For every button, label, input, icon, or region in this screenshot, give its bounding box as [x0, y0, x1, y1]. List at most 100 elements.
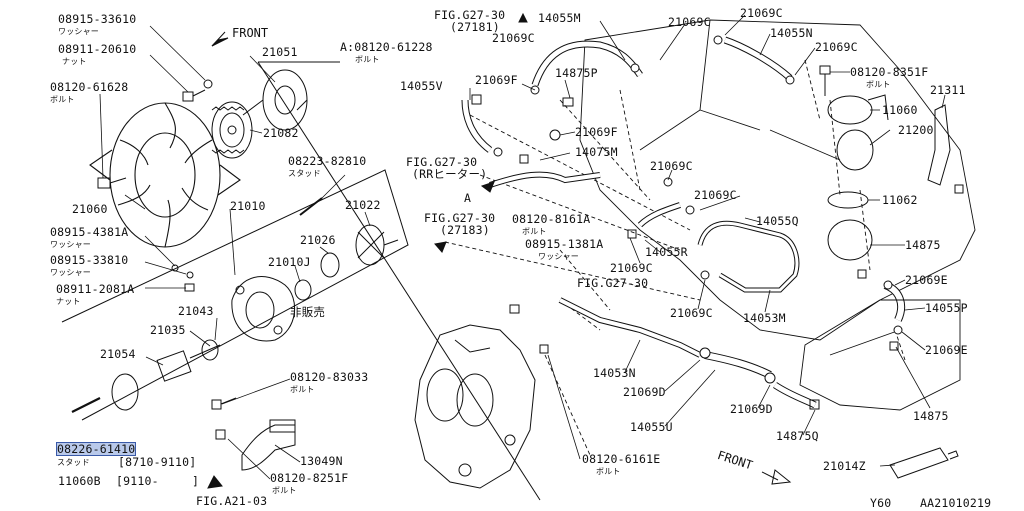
- label-14055v[interactable]: 14055V: [400, 79, 443, 93]
- engine-rear-block: [799, 299, 961, 411]
- top-nut: [182, 79, 213, 102]
- label-08120-8251f[interactable]: 08120-8251F: [270, 471, 349, 485]
- label-08915-4381a-desc: ワッシャー: [50, 240, 91, 249]
- label-14875q[interactable]: 14875Q: [776, 429, 819, 443]
- label-21069f-a[interactable]: 21069F: [475, 73, 518, 87]
- center-bolts: [471, 94, 964, 410]
- label-21069c-e[interactable]: 21069C: [650, 159, 693, 173]
- engine-top-cover: [579, 19, 976, 341]
- label-08915-33610-desc: ワッシャー: [58, 27, 99, 36]
- stud-08226: [71, 397, 101, 413]
- label-21200[interactable]: 21200: [898, 123, 934, 137]
- link-fig-g27-30-plain[interactable]: FIG.G27-30: [577, 276, 649, 290]
- label-08915-33810[interactable]: 08915-33810: [50, 253, 129, 267]
- label-21069c-d[interactable]: 21069C: [815, 40, 858, 54]
- label-27181: (27181): [450, 20, 500, 34]
- label-08120-8251f-desc: ボルト: [272, 486, 297, 495]
- label-21026[interactable]: 21026: [300, 233, 336, 247]
- label-08120-83033-desc: ボルト: [290, 385, 315, 394]
- label-08915-1381a-desc: ワッシャー: [538, 252, 579, 261]
- label-21069c-f[interactable]: 21069C: [694, 188, 737, 202]
- label-21069d-b[interactable]: 21069D: [730, 402, 773, 416]
- label-08120-61628[interactable]: 08120-61628: [50, 80, 129, 94]
- label-14055u[interactable]: 14055U: [630, 420, 673, 434]
- label-21069e-b[interactable]: 21069E: [925, 343, 968, 357]
- pipe-14053m: [697, 220, 800, 293]
- label-08120-8351f[interactable]: 08120-8351F: [850, 65, 929, 79]
- label-11060b[interactable]: 11060B: [58, 474, 101, 488]
- label-21069d-a[interactable]: 21069D: [623, 385, 666, 399]
- label-21022[interactable]: 21022: [345, 198, 381, 212]
- label-14053n[interactable]: 14053N: [593, 366, 636, 380]
- label-08120-8161a[interactable]: 08120-8161A: [512, 212, 591, 226]
- label-21051[interactable]: 21051: [262, 45, 298, 59]
- sealant-tube: [889, 447, 959, 479]
- label-14875-b[interactable]: 14875: [913, 409, 949, 423]
- label-08911-2081a[interactable]: 08911-2081A: [56, 282, 135, 296]
- label-08120-8351f-desc: ボルト: [866, 80, 891, 89]
- label-08915-33810-desc: ワッシャー: [50, 268, 91, 277]
- label-a-marker: A: [464, 191, 472, 205]
- label-rr-heater: (RRヒーター): [412, 167, 488, 181]
- label-14055n[interactable]: 14055N: [770, 26, 813, 40]
- dashed-leaders: [444, 59, 906, 456]
- arrow-27183: [434, 241, 447, 253]
- thermostat-housing: [827, 94, 889, 261]
- label-21035[interactable]: 21035: [150, 323, 186, 337]
- link-fig-g27-30-rr[interactable]: FIG.G27-30: [406, 155, 478, 169]
- label-21069c-h[interactable]: 21069C: [670, 306, 713, 320]
- link-fig-g27-30-27183[interactable]: FIG.G27-30: [424, 211, 496, 225]
- label-08911-2081a-desc: ナット: [56, 297, 81, 306]
- impeller: [355, 224, 399, 266]
- hose-clamps: [493, 35, 903, 384]
- fan-pulley: [242, 69, 308, 131]
- label-21010j[interactable]: 21010J: [268, 255, 311, 269]
- label-14055p[interactable]: 14055P: [925, 301, 968, 315]
- label-21069c-b[interactable]: 21069C: [668, 15, 711, 29]
- label-14055r[interactable]: 14055R: [645, 245, 688, 259]
- bearing-shaft: [156, 339, 221, 382]
- engine-block-front: [414, 324, 536, 489]
- footer-code: AA21010219: [920, 496, 992, 510]
- label-08915-1381a[interactable]: 08915-1381A: [525, 237, 604, 251]
- label-08120-83033[interactable]: 08120-83033: [290, 370, 369, 384]
- label-14875p[interactable]: 14875P: [555, 66, 598, 80]
- label-21043[interactable]: 21043: [178, 304, 214, 318]
- label-14075m[interactable]: 14075M: [575, 145, 618, 159]
- label-21082[interactable]: 21082: [263, 126, 299, 140]
- label-21054[interactable]: 21054: [100, 347, 136, 361]
- water-pump-body: [231, 276, 296, 342]
- label-21069e-a[interactable]: 21069E: [905, 273, 948, 287]
- label-21069c-g[interactable]: 21069C: [610, 261, 653, 275]
- label-13049n[interactable]: 13049N: [300, 454, 343, 468]
- label-a-08120-61228[interactable]: A:08120-61228: [340, 40, 433, 54]
- link-fig-a21-03[interactable]: FIG.A21-03: [196, 494, 268, 508]
- fan-bolt: [97, 177, 127, 189]
- label-08120-6161e[interactable]: 08120-6161E: [582, 452, 661, 466]
- label-08120-8161a-desc: ボルト: [522, 227, 547, 236]
- label-21311[interactable]: 21311: [930, 83, 966, 97]
- label-14053m[interactable]: 14053M: [743, 311, 786, 325]
- label-08226-61410[interactable]: 08226-61410: [55, 442, 137, 456]
- link-fig-g27-30-27181[interactable]: FIG.G27-30: [434, 8, 506, 22]
- label-21069c-a[interactable]: 21069C: [492, 31, 535, 45]
- label-14055m[interactable]: 14055M: [538, 11, 581, 25]
- label-14055q[interactable]: 14055Q: [756, 214, 799, 228]
- label-08911-20610-desc: ナット: [62, 57, 87, 66]
- label-21014z[interactable]: 21014Z: [823, 459, 866, 473]
- label-08915-4381a[interactable]: 08915-4381A: [50, 225, 129, 239]
- seal-21010j: [294, 279, 312, 301]
- label-14875-a[interactable]: 14875: [905, 238, 941, 252]
- label-21010[interactable]: 21010: [230, 199, 266, 213]
- bolt-8351f: [819, 65, 831, 96]
- label-08915-33610[interactable]: 08915-33610: [58, 12, 137, 26]
- label-21060[interactable]: 21060: [72, 202, 108, 216]
- label-11062[interactable]: 11062: [882, 193, 918, 207]
- label-11060[interactable]: 11060: [882, 103, 918, 117]
- label-21069f-b[interactable]: 21069F: [575, 125, 618, 139]
- water-outlet-13049n: [241, 419, 296, 471]
- label-21069c-c[interactable]: 21069C: [740, 6, 783, 20]
- label-08911-20610[interactable]: 08911-20610: [58, 42, 137, 56]
- label-08223-82810[interactable]: 08223-82810: [288, 154, 367, 168]
